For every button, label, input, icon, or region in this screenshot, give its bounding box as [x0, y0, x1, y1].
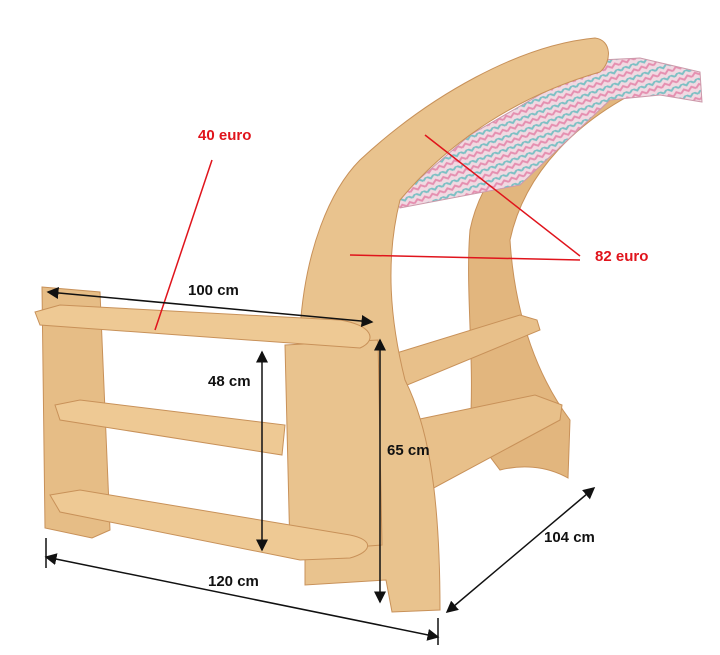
price-line-canopy-1 [424, 134, 581, 257]
shelf-middle [54, 399, 286, 456]
dim-line-104cm [445, 487, 596, 613]
dimension-label-width: 100 cm [188, 282, 239, 299]
dimension-label-length: 120 cm [208, 573, 259, 590]
dimension-label-total-height: 65 cm [387, 442, 430, 459]
dim-line-100cm [46, 286, 374, 328]
dim-line-120cm [44, 553, 440, 641]
price-label-shelf: 40 euro [198, 127, 252, 144]
dimension-label-inner-height: 48 cm [208, 373, 251, 390]
price-label-canopy: 82 euro [595, 248, 649, 265]
dimension-label-depth: 104 cm [544, 529, 595, 546]
shelf-right-board [284, 339, 383, 553]
price-line-canopy-2 [349, 254, 581, 261]
